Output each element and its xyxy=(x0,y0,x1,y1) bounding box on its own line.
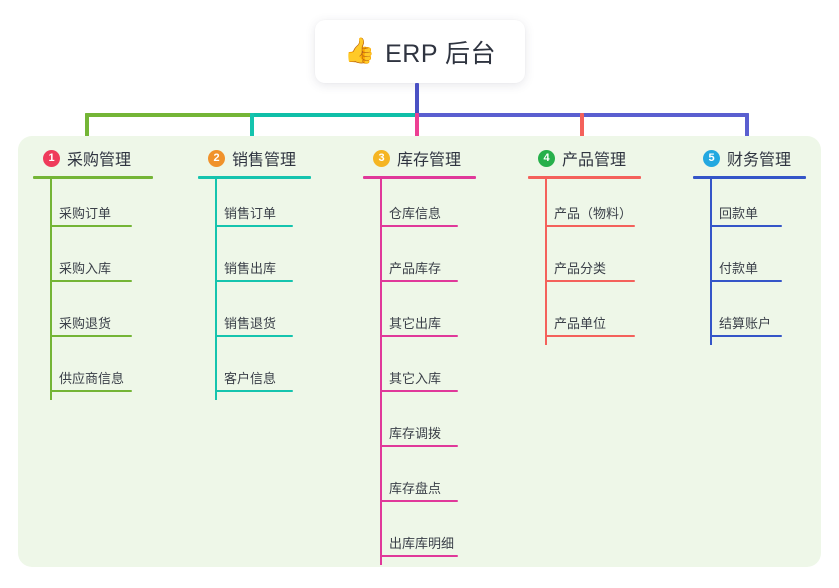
branch-spine-1 xyxy=(50,176,52,400)
branch-underline-3 xyxy=(363,176,476,179)
leaf-item[interactable]: 出库库明细 xyxy=(389,536,455,551)
leaf-underline xyxy=(380,555,458,557)
leaf-underline xyxy=(215,335,293,337)
branch-underline-4 xyxy=(528,176,641,179)
leaf-underline xyxy=(380,335,458,337)
leaf-item[interactable]: 销售退货 xyxy=(224,316,277,331)
leaf-underline xyxy=(215,390,293,392)
leaf-item[interactable]: 付款单 xyxy=(719,261,759,276)
leaf-underline xyxy=(380,280,458,282)
branch-header-2[interactable]: 2 销售管理 xyxy=(198,145,296,171)
connector-drop-1 xyxy=(85,113,89,143)
root-node-card[interactable]: 👍 ERP 后台 xyxy=(315,20,525,83)
branch-header-1[interactable]: 1 采购管理 xyxy=(33,145,131,171)
connector-bar-segment-teal xyxy=(250,113,417,117)
branch-panel xyxy=(18,136,821,567)
leaf-item[interactable]: 客户信息 xyxy=(224,371,277,386)
leaf-underline xyxy=(710,335,782,337)
connector-drop-5 xyxy=(745,113,749,143)
leaf-item[interactable]: 采购入库 xyxy=(59,261,112,276)
branch-underline-2 xyxy=(198,176,311,179)
leaf-item[interactable]: 供应商信息 xyxy=(59,371,125,386)
branch-badge-1: 1 xyxy=(43,149,60,167)
leaf-item[interactable]: 销售出库 xyxy=(224,261,277,276)
branch-underline-5 xyxy=(693,176,806,179)
connector-bar-segment-green xyxy=(85,113,252,117)
leaf-item[interactable]: 其它出库 xyxy=(389,316,442,331)
leaf-item[interactable]: 产品分类 xyxy=(554,261,607,276)
leaf-underline xyxy=(380,500,458,502)
leaf-item[interactable]: 仓库信息 xyxy=(389,206,442,221)
branch-badge-3: 3 xyxy=(373,149,390,167)
leaf-underline xyxy=(710,225,782,227)
root-node-title: ERP 后台 xyxy=(385,39,497,68)
thumbs-up-icon: 👍 xyxy=(343,37,376,65)
leaf-item[interactable]: 库存调拨 xyxy=(389,426,442,441)
leaf-underline xyxy=(380,390,458,392)
branch-spine-3 xyxy=(380,176,382,565)
leaf-underline xyxy=(215,225,293,227)
leaf-underline xyxy=(50,335,132,337)
branch-badge-4: 4 xyxy=(538,149,555,167)
branch-header-5[interactable]: 5 财务管理 xyxy=(693,145,791,171)
connector-drop-3 xyxy=(415,113,419,143)
leaf-item[interactable]: 产品（物料） xyxy=(554,206,633,221)
branch-underline-1 xyxy=(33,176,153,179)
leaf-item[interactable]: 产品库存 xyxy=(389,261,442,276)
branch-header-3[interactable]: 3 库存管理 xyxy=(363,145,461,171)
branch-spine-2 xyxy=(215,176,217,400)
branch-title-2: 销售管理 xyxy=(232,152,297,169)
leaf-underline xyxy=(380,445,458,447)
leaf-underline xyxy=(710,280,782,282)
branch-title-3: 库存管理 xyxy=(397,152,462,169)
leaf-underline xyxy=(545,225,635,227)
root-stem-line xyxy=(415,83,419,117)
leaf-item[interactable]: 其它入库 xyxy=(389,371,442,386)
leaf-underline xyxy=(545,280,635,282)
leaf-item[interactable]: 采购退货 xyxy=(59,316,112,331)
leaf-item[interactable]: 结算账户 xyxy=(719,316,772,331)
branch-spine-4 xyxy=(545,176,547,345)
leaf-underline xyxy=(50,390,132,392)
leaf-underline xyxy=(380,225,458,227)
branch-badge-2: 2 xyxy=(208,149,225,167)
connector-drop-4 xyxy=(580,113,584,143)
leaf-underline xyxy=(215,280,293,282)
leaf-item[interactable]: 回款单 xyxy=(719,206,759,221)
leaf-item[interactable]: 采购订单 xyxy=(59,206,112,221)
leaf-item[interactable]: 库存盘点 xyxy=(389,481,442,496)
leaf-item[interactable]: 产品单位 xyxy=(554,316,607,331)
leaf-underline xyxy=(50,280,132,282)
branch-title-1: 采购管理 xyxy=(67,152,132,169)
branch-title-5: 财务管理 xyxy=(727,152,792,169)
branch-title-4: 产品管理 xyxy=(562,152,627,169)
branch-spine-5 xyxy=(710,176,712,345)
leaf-item[interactable]: 销售订单 xyxy=(224,206,277,221)
branch-badge-5: 5 xyxy=(703,149,720,167)
branch-header-4[interactable]: 4 产品管理 xyxy=(528,145,626,171)
leaf-underline xyxy=(545,335,635,337)
leaf-underline xyxy=(50,225,132,227)
connector-drop-2 xyxy=(250,113,254,143)
